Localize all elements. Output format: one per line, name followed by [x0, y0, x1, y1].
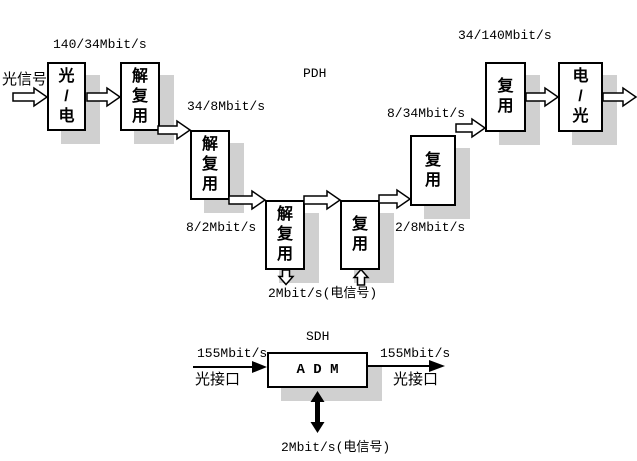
oe-converter-label: 光 / 电	[58, 67, 75, 125]
demux-box-1-label: 解 复 用	[131, 67, 148, 125]
oe-converter-box: 光 / 电	[47, 62, 86, 131]
mux-box-2-label: 复 用	[424, 151, 441, 189]
mux-box-3-label: 复 用	[497, 78, 514, 115]
demux-box-3-label: 解 复 用	[276, 206, 293, 263]
demux-box-2-label: 解 复 用	[201, 136, 218, 193]
sdh-rate-in-label: 155Mbit/s	[197, 346, 268, 361]
demux-box-2: 解 复 用	[190, 130, 230, 200]
mux1-tributary-up-arrow-icon	[352, 268, 370, 286]
demux3-to-mux1-arrow-icon	[303, 189, 342, 211]
adm-box: A D M	[267, 352, 368, 388]
optical-signal-label: 光信号	[2, 71, 48, 88]
adm-box-label: A D M	[296, 362, 339, 378]
mux-box-2: 复 用	[410, 135, 456, 206]
sdh-rate-out-label: 155Mbit/s	[380, 346, 451, 361]
rate-label-34-8: 34/8Mbit/s	[187, 99, 266, 114]
rate-label-140-34: 140/34Mbit/s	[53, 37, 147, 52]
pdh-tributary-rate-label: 2Mbit/s(电信号)	[268, 286, 378, 301]
eo-converter-box: 电 / 光	[558, 62, 603, 132]
sdh-port-in-label: 光接口	[195, 371, 241, 388]
mux3-to-eo-arrow-icon	[525, 86, 560, 108]
demux-box-1: 解 复 用	[120, 62, 160, 131]
rate-label-8-2: 8/2Mbit/s	[186, 220, 257, 235]
input-arrow-icon	[12, 86, 49, 108]
pdh-title: PDH	[303, 66, 327, 81]
sdh-tributary-rate-label: 2Mbit/s(电信号)	[281, 440, 391, 455]
rate-label-2-8: 2/8Mbit/s	[395, 220, 466, 235]
demux-box-3: 解 复 用	[265, 200, 305, 270]
sdh-tributary-double-arrow-icon	[310, 391, 325, 433]
output-arrow-icon	[602, 86, 637, 108]
demux2-to-demux3-arrow-icon	[228, 189, 267, 211]
mux-box-1: 复 用	[340, 200, 380, 270]
sdh-port-out-label: 光接口	[393, 371, 439, 388]
sdh-title: SDH	[306, 329, 330, 344]
mux-box-3: 复 用	[485, 62, 526, 132]
eo-converter-label: 电 / 光	[572, 68, 589, 125]
demux3-tributary-down-arrow-icon	[277, 269, 295, 286]
mux1-to-mux2-arrow-icon	[378, 188, 412, 210]
mux-box-1-label: 复 用	[351, 216, 368, 253]
oe-to-demux1-arrow-icon	[86, 86, 122, 108]
demux1-to-demux2-arrow-icon	[157, 119, 192, 141]
sdh-input-arrowhead-icon	[252, 361, 267, 373]
rate-label-8-34: 8/34Mbit/s	[387, 106, 466, 121]
rate-label-34-140: 34/140Mbit/s	[458, 28, 552, 43]
